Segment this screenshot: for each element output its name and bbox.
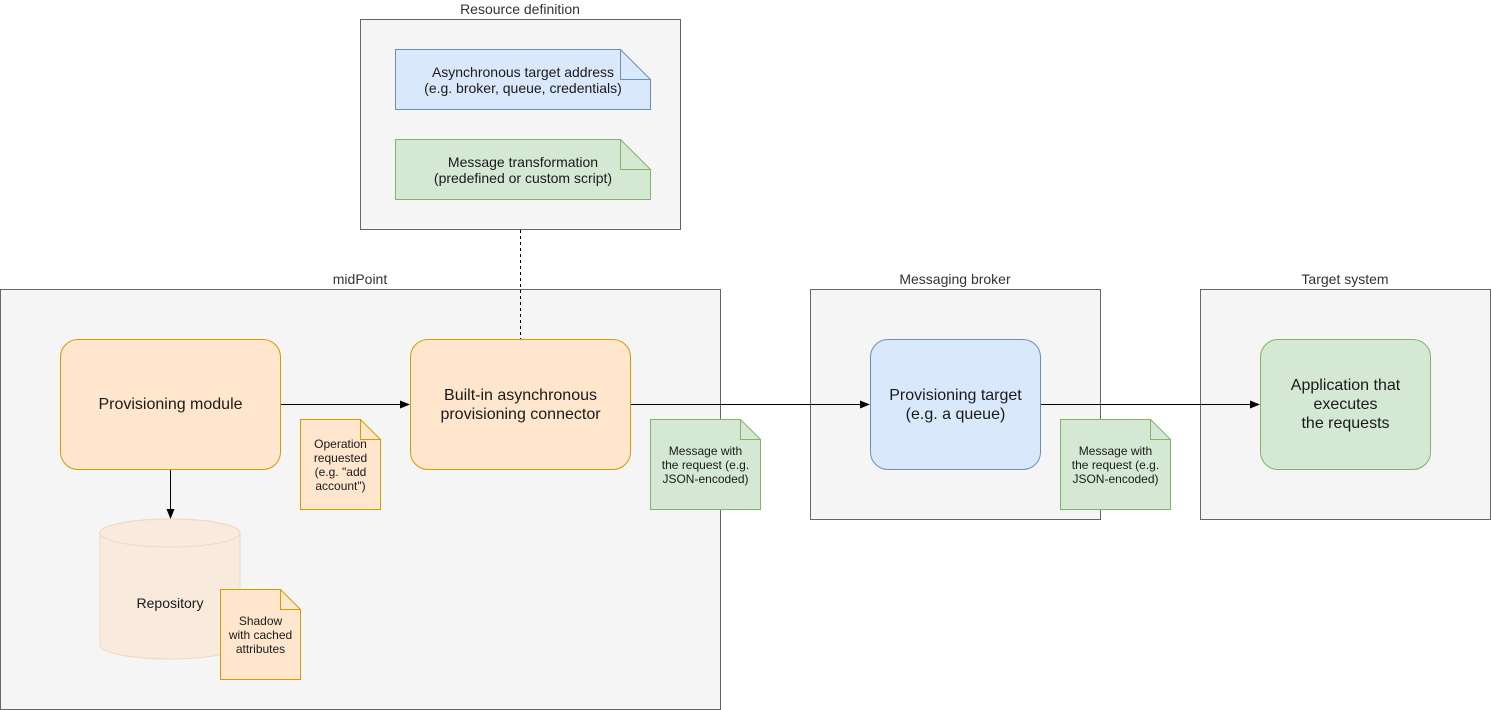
note-shape — [395, 49, 651, 110]
message-transformation-text: Message transformation (predefined or cu… — [433, 153, 613, 186]
note-shape — [1060, 419, 1171, 510]
message-note-to-target[interactable]: Message with the request (e.g. JSON-enco… — [1060, 419, 1171, 510]
operation-requested-note[interactable]: Operation requested (e.g. "add account") — [300, 419, 381, 510]
message-note-to-broker[interactable]: Message with the request (e.g. JSON-enco… — [650, 419, 761, 510]
repository-label: Repository — [136, 595, 204, 611]
operation-requested-text: Operation requested (e.g. "add account") — [313, 436, 368, 493]
target-system-label: Target system — [1301, 271, 1389, 287]
resource-definition-label: Resource definition — [460, 1, 580, 17]
shadow-note[interactable]: Shadow with cached attributes — [220, 589, 301, 680]
note-shape — [650, 419, 761, 510]
message-to-target-text: Message with the request (e.g. JSON-enco… — [1071, 443, 1160, 486]
shadow-text: Shadow with cached attributes — [228, 613, 293, 656]
note-shape — [395, 139, 651, 200]
application-executing-requests[interactable]: Application that executes the requests — [1260, 339, 1431, 470]
messaging-broker-label: Messaging broker — [899, 271, 1011, 287]
provisioning-module[interactable]: Provisioning module — [60, 339, 281, 470]
message-transformation-note[interactable]: Message transformation (predefined or cu… — [395, 139, 651, 200]
note-shape — [300, 419, 381, 510]
provisioning-target[interactable]: Provisioning target (e.g. a queue) — [870, 339, 1041, 470]
asynchronous-provisioning-connector[interactable]: Built-in asynchronous provisioning conne… — [410, 339, 631, 470]
async-target-address-note[interactable]: Asynchronous target address (e.g. broker… — [395, 49, 651, 110]
midpoint-label: midPoint — [332, 271, 388, 287]
async-target-address-text: Asynchronous target address (e.g. broker… — [424, 63, 622, 96]
message-to-broker-text: Message with the request (e.g. JSON-enco… — [661, 443, 750, 486]
note-shape — [220, 589, 301, 680]
